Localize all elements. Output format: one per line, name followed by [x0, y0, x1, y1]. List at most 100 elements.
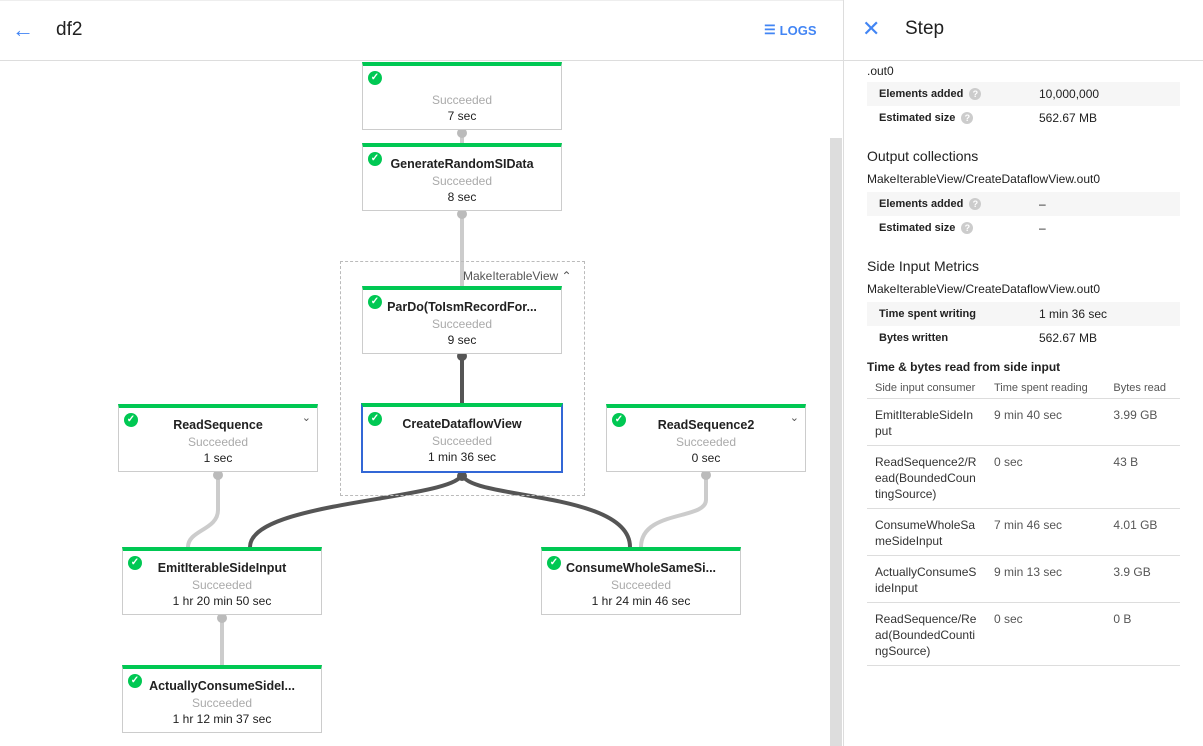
help-icon[interactable]: ?: [969, 198, 982, 210]
metric-label: Elements added: [879, 198, 964, 210]
group-label[interactable]: MakeIterableView ⌃: [463, 269, 572, 283]
chevron-down-icon[interactable]: ⌄: [789, 412, 799, 424]
check-circle-icon: ✓: [547, 556, 561, 570]
chevron-down-icon[interactable]: ⌄: [301, 412, 311, 424]
logs-button[interactable]: ☰LOGS: [764, 22, 817, 38]
table-cell: ReadSequence2/Read(BoundedCountingSource…: [867, 445, 986, 509]
table-cell: 3.99 GB: [1105, 398, 1180, 446]
table-cell: 9 min 40 sec: [986, 398, 1106, 446]
check-circle-icon: ✓: [368, 71, 382, 85]
step-name: [363, 76, 561, 92]
pipeline-graph[interactable]: MakeIterableView ⌃ ✓ Succeeded 7 sec ✓ Gener…: [0, 0, 830, 746]
group-makeiterableview[interactable]: [340, 261, 585, 496]
metric-label: Estimated size: [879, 222, 956, 234]
check-circle-icon: ✓: [612, 413, 626, 427]
output-title: Output collections: [867, 148, 979, 164]
metric-value: 10,000,000: [1039, 87, 1100, 101]
check-circle-icon: ✓: [128, 674, 142, 688]
graph-pane: MakeIterableView ⌃ ✓ Succeeded 7 sec ✓ Gener…: [0, 0, 843, 746]
step-status: Succeeded: [191, 578, 253, 592]
table-cell: 43 B: [1105, 445, 1180, 509]
job-header: ← df2 ☰LOGS: [0, 0, 843, 61]
table-cell: ActuallyConsumeSideInput: [867, 555, 986, 603]
metric-label: Estimated size: [879, 112, 956, 124]
metric-label: Time spent writing: [879, 308, 976, 320]
step-name: EmitIterableSideInput: [157, 561, 287, 575]
table-cell: ReadSequence/Read(BoundedCountingSource): [867, 602, 986, 666]
step-node[interactable]: ✓ Succeeded 7 sec: [362, 62, 562, 130]
step-duration: 0 sec: [691, 451, 721, 465]
table-row: ReadSequence/Read(BoundedCountingSource)…: [867, 602, 1180, 666]
step-duration: 9 sec: [447, 333, 477, 347]
panel-title: Step: [905, 18, 945, 39]
step-duration: 1 hr 20 min 50 sec: [172, 594, 272, 608]
metric-row: Bytes written 562.67 MB: [867, 326, 1180, 350]
table-cell: 0 sec: [986, 602, 1106, 666]
edge: [248, 472, 464, 548]
output-name: MakeIterableView/CreateDataflowView.out0: [867, 172, 1101, 186]
step-name: ReadSequence: [173, 418, 263, 432]
column-header: Time spent reading: [986, 378, 1106, 399]
step-name: GenerateRandomSIData: [390, 157, 534, 171]
step-status: Succeeded: [431, 174, 493, 188]
divider: [843, 0, 844, 746]
help-icon[interactable]: ?: [969, 88, 982, 100]
close-icon[interactable]: ✕: [862, 16, 881, 41]
step-name: ActuallyConsumeSideI...: [149, 679, 295, 693]
step-status: Succeeded: [187, 435, 249, 449]
edge: [460, 472, 632, 548]
column-header: Side input consumer: [867, 378, 986, 399]
read-title: Time & bytes read from side input: [867, 360, 1061, 374]
edge: [639, 472, 708, 548]
metric-label: Bytes written: [879, 332, 949, 344]
side-name: MakeIterableView/CreateDataflowView.out0: [867, 282, 1101, 296]
help-icon[interactable]: ?: [961, 222, 974, 234]
job-title: df2: [56, 19, 83, 40]
graph-edges: [186, 128, 711, 665]
chevron-up-icon[interactable]: ⌃: [561, 269, 572, 283]
check-circle-icon: ✓: [368, 412, 382, 426]
step-duration: 7 sec: [447, 109, 477, 123]
step-status: Succeeded: [191, 696, 253, 710]
metric-value: 562.67 MB: [1039, 331, 1098, 345]
check-circle-icon: ✓: [368, 152, 382, 166]
metric-value: 562.67 MB: [1039, 111, 1098, 125]
step-duration: 8 sec: [447, 190, 477, 204]
step-duration: 1 hr 12 min 37 sec: [172, 712, 272, 726]
column-header: Bytes read: [1105, 378, 1180, 399]
step-name: ParDo(ToIsmRecordFor...: [387, 300, 537, 314]
table-row: ReadSequence2/Read(BoundedCountingSource…: [867, 445, 1180, 509]
table-cell: 0 B: [1105, 602, 1180, 666]
collection-name: .out0: [867, 64, 894, 78]
help-icon[interactable]: ?: [961, 112, 974, 124]
metric-value: –: [1039, 197, 1046, 211]
step-status: Succeeded: [431, 317, 493, 331]
metric-row: Estimated size? 562.67 MB: [867, 106, 1180, 130]
metric-row: Estimated size?–: [867, 216, 1180, 240]
step-name: ConsumeWholeSameSi...: [565, 561, 717, 575]
table-cell: 4.01 GB: [1105, 508, 1180, 556]
step-name: CreateDataflowView: [402, 417, 522, 431]
table-cell: 9 min 13 sec: [986, 555, 1106, 603]
step-status: Succeeded: [675, 435, 737, 449]
scrollbar[interactable]: [830, 138, 842, 746]
back-arrow-icon[interactable]: ←: [12, 17, 34, 42]
step-status: Succeeded: [431, 93, 493, 107]
edge: [186, 472, 220, 548]
side-title: Side Input Metrics: [867, 258, 980, 274]
step-duration: 1 min 36 sec: [427, 450, 497, 464]
step-node[interactable]: ✓ ActuallyConsumeSideI... Succeeded 1 hr 12…: [122, 665, 322, 733]
check-circle-icon: ✓: [128, 556, 142, 570]
